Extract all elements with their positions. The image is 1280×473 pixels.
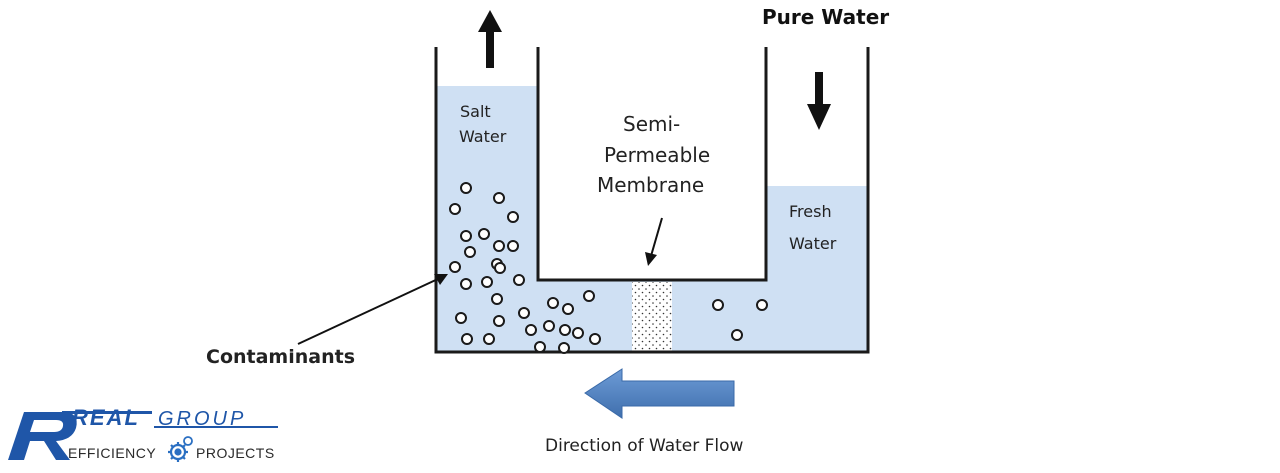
fresh-water-label-line1: Fresh <box>789 202 832 221</box>
membrane-label-line3: Membrane <box>597 173 705 197</box>
membrane-pointer-arrow <box>645 217 663 266</box>
fresh-water-fill <box>767 186 867 352</box>
membrane-label-line2: Permeable <box>604 143 711 167</box>
salt-water-label-line1: Salt <box>460 102 491 121</box>
logo-main-text: REAL <box>72 405 140 430</box>
contaminant-particles <box>449 182 768 354</box>
fresh-water-label-line2: Water <box>789 234 837 253</box>
pure-water-label: Pure Water <box>762 5 890 29</box>
contaminants-label: Contaminants <box>206 346 356 368</box>
logo-group-text: GROUP <box>158 408 247 430</box>
u-tube-vessel <box>434 47 870 354</box>
membrane-label-line1: Semi- <box>623 112 681 136</box>
logo-projects-text: PROJECTS <box>196 445 275 461</box>
down-arrow <box>807 72 831 130</box>
gear-icon <box>168 436 193 462</box>
contaminants-pointer-arrow <box>297 274 448 345</box>
up-arrow <box>478 10 502 68</box>
salt-water-label-line2: Water <box>459 127 507 146</box>
logo-efficiency-text: EFFICIENCY <box>68 445 157 461</box>
membrane-dots <box>632 282 672 352</box>
real-group-logo-mark <box>8 411 278 460</box>
flow-direction-label: Direction of Water Flow <box>545 436 744 456</box>
water-flow-arrow <box>584 368 735 419</box>
